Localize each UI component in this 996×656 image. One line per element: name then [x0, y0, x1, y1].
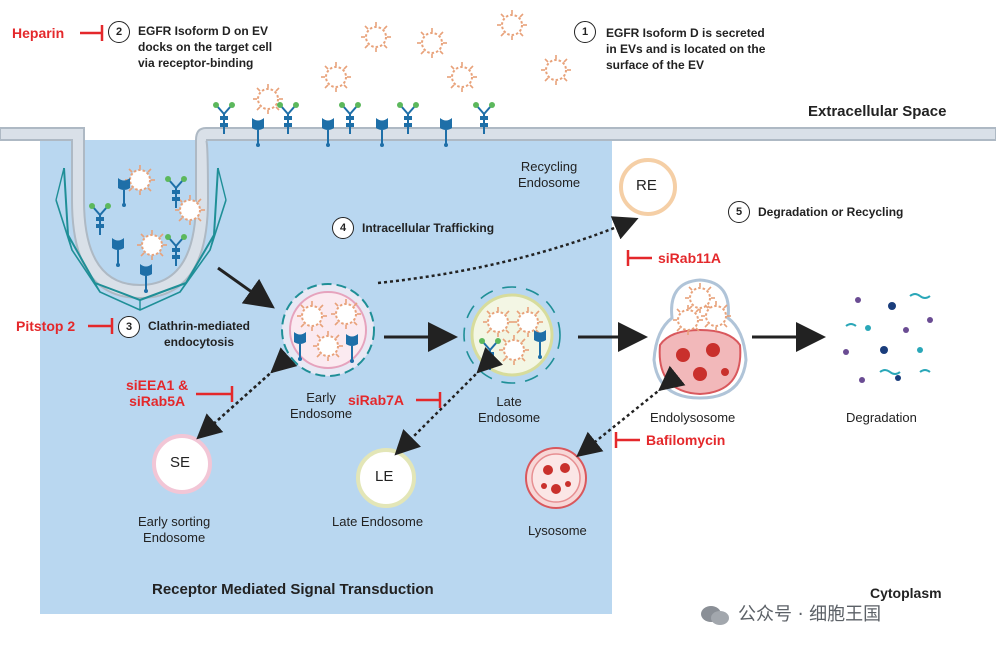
- early-sorting-label: Early sorting Endosome: [138, 514, 211, 545]
- degradation-label: Degradation: [846, 410, 917, 425]
- endolysosome-label: Endolysosome: [650, 410, 736, 425]
- extracellular-space-label: Extracellular Space: [808, 103, 947, 120]
- recycling-endosome-re: [619, 158, 677, 216]
- early-endosome: [281, 283, 375, 377]
- early-endosome-label: Early Endosome: [290, 390, 353, 421]
- late-endosome-label: Late Endosome: [478, 394, 541, 425]
- step-2-badge: 2: [108, 21, 130, 43]
- heparin-label: Heparin: [12, 25, 65, 41]
- receptor-signal-label: Receptor Mediated Signal Transduction: [152, 581, 434, 598]
- step-1-badge: 1: [574, 21, 596, 43]
- step-3-badge: 3: [118, 316, 140, 338]
- watermark-text: 公众号 · 细胞王国: [738, 604, 882, 625]
- step-2-text: EGFR Isoform D on EV docks on the target…: [138, 24, 273, 70]
- bafilomycin-label: Bafilomycin: [646, 432, 726, 448]
- sirab7a-label: siRab7A: [348, 392, 405, 408]
- lysosome: [525, 447, 587, 509]
- step-4-badge: 4: [332, 217, 354, 239]
- cytoplasm-region: [40, 140, 612, 614]
- sirab11a-label: siRab11A: [658, 250, 722, 266]
- early-sorting-endosome-se: [152, 434, 212, 494]
- step-3-text: Clathrin-mediated endocytosis: [148, 319, 251, 349]
- step-5-text: Degradation or Recycling: [758, 205, 904, 219]
- late-endosome-le: [356, 448, 416, 508]
- endolysosome: [652, 278, 748, 400]
- degradation-particles: [843, 293, 933, 383]
- recycling-endosome-label: Recycling Endosome: [518, 159, 581, 190]
- le-label: LE: [375, 468, 394, 485]
- pitstop-label: Pitstop 2: [16, 318, 76, 334]
- step-4-text: Intracellular Trafficking: [362, 221, 495, 235]
- re-label: RE: [636, 177, 657, 194]
- sieea1-label: siEEA1 & siRab5A: [126, 377, 189, 409]
- lysosome-label: Lysosome: [528, 523, 587, 538]
- cytoplasm-label: Cytoplasm: [870, 585, 942, 601]
- late-endosome-small-label: Late Endosome: [332, 514, 424, 529]
- se-label: SE: [170, 454, 191, 471]
- wechat-icon: [700, 604, 730, 626]
- step-1-text: EGFR Isoform D is secreted in EVs and is…: [606, 26, 766, 72]
- step-5-badge: 5: [728, 201, 750, 223]
